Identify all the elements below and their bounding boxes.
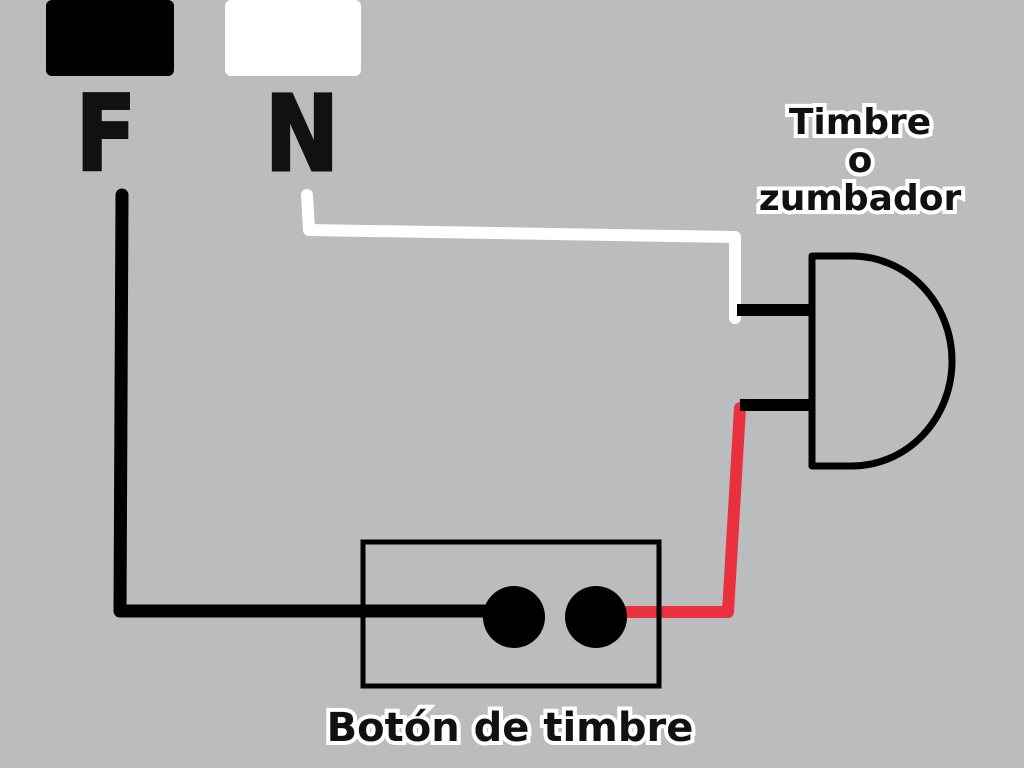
phase-label: F bbox=[75, 73, 138, 195]
buzzer-label-line2: o bbox=[844, 138, 877, 184]
button-contact-right bbox=[565, 586, 627, 648]
switched-wire bbox=[621, 402, 746, 618]
neutral-label: N bbox=[264, 73, 341, 195]
buzzer-label-line1: Timbre bbox=[785, 100, 935, 146]
buzzer-label: Timbre o zumbador bbox=[740, 100, 980, 221]
button-contact-left bbox=[483, 586, 545, 648]
neutral-terminal bbox=[225, 0, 361, 76]
buzzer-symbol bbox=[808, 252, 956, 470]
buzzer-label-line3: zumbador bbox=[755, 175, 965, 221]
neutral-wire bbox=[301, 189, 741, 324]
phase-terminal bbox=[46, 0, 174, 76]
button-label: Botón de timbre bbox=[323, 704, 698, 752]
button-housing bbox=[360, 539, 662, 689]
phase-wire bbox=[113, 188, 515, 618]
